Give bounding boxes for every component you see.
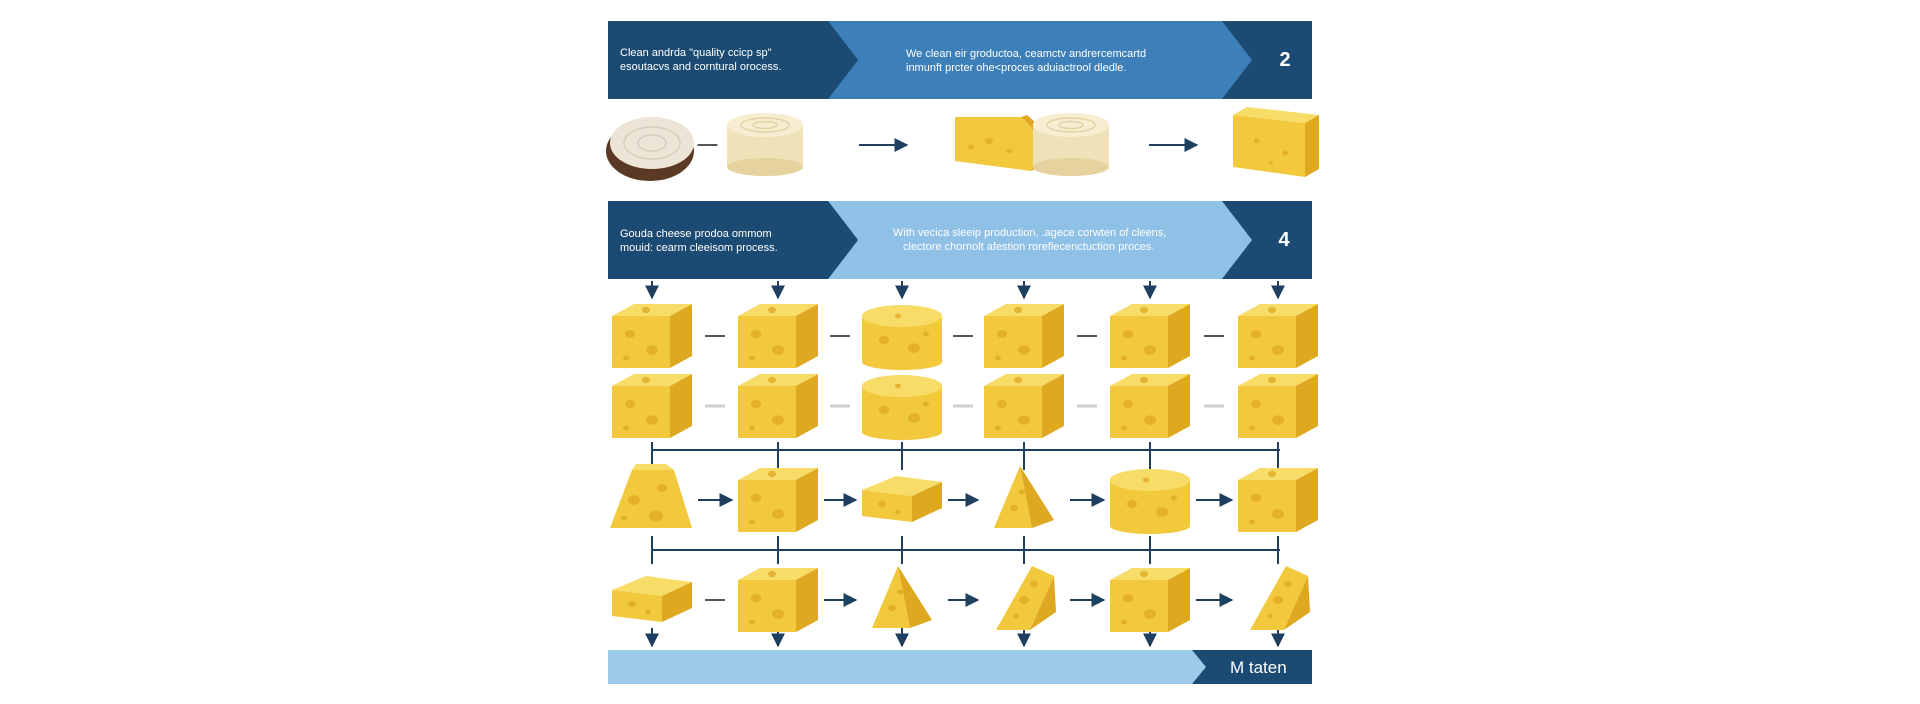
banner-1-left-line-1: Clean andrda "quality ccicp sp" xyxy=(620,47,772,59)
banner-2-number: 4 xyxy=(1278,229,1290,251)
cheese-cube-icon xyxy=(1238,468,1318,532)
cheese-wheel-icon xyxy=(862,305,942,370)
cheese-pyramid-icon xyxy=(994,466,1054,528)
cheese-pyramid-icon xyxy=(872,566,932,628)
milk-curd-icon xyxy=(727,113,803,176)
banner-2-center-line-2: clectore chornolt afestion roreflecenctu… xyxy=(903,241,1154,253)
banner-1-left-line-2: esoutacvs and corntural orocess. xyxy=(620,61,781,73)
banner-2: Gouda cheese prodoa ommom mouid: cearm c… xyxy=(608,201,1312,279)
row-cheese-cubes-a xyxy=(612,304,1318,370)
cheese-cube-icon xyxy=(1110,568,1190,632)
banner-2-light xyxy=(828,201,1252,279)
banner-2-left xyxy=(608,201,858,279)
cheese-wedge-small-icon xyxy=(1250,566,1310,630)
wood-slice-icon xyxy=(606,117,694,181)
banner-2-center-line-1: With vecica sleeip production, .agece co… xyxy=(893,227,1166,239)
banner-2-left-line-1: Gouda cheese prodoa ommom xyxy=(620,228,772,240)
row-raw-materials xyxy=(606,107,1319,181)
cheese-wheel-icon xyxy=(862,375,942,440)
banner-1-number: 2 xyxy=(1279,49,1290,71)
cheese-slab-icon xyxy=(612,576,692,622)
cheese-cube-icon xyxy=(1238,374,1318,438)
cheese-cube-icon xyxy=(738,568,818,632)
banner-1-center-line-1: We clean eir groductoa, ceamctv andrerce… xyxy=(906,48,1146,60)
cheese-cube-icon xyxy=(984,374,1064,438)
cheese-wedge-icon xyxy=(955,115,1046,171)
banner-1-center-line-2: inmunft prcter ohe<proces aduiactrool dl… xyxy=(906,62,1126,74)
cheese-slab-icon xyxy=(862,476,942,522)
banner-1-mid xyxy=(828,21,1252,99)
banner-1-left xyxy=(608,21,858,99)
cheese-cube-icon xyxy=(1110,374,1190,438)
cheese-wheel-icon xyxy=(1110,469,1190,534)
cheese-wedge-small-icon xyxy=(996,566,1056,630)
cheese-cube-icon xyxy=(738,468,818,532)
row-cheese-cubes-b xyxy=(612,374,1318,440)
row-cheese-pieces-b xyxy=(612,566,1310,632)
cheese-block-icon xyxy=(1233,107,1319,177)
cheese-cube-icon xyxy=(612,374,692,438)
cheese-cube-icon xyxy=(1110,304,1190,368)
footer-light xyxy=(608,650,1206,684)
cheese-cube-icon xyxy=(984,304,1064,368)
cheese-trapezoid-icon xyxy=(610,464,692,528)
cheese-cube-icon xyxy=(1238,304,1318,368)
cheese-rows xyxy=(606,107,1319,632)
milk-curd-icon xyxy=(1033,113,1109,176)
cheese-cube-icon xyxy=(738,374,818,438)
footer-label: M taten xyxy=(1230,658,1287,677)
banner-2-left-line-2: mouid: cearm cleeisom process. xyxy=(620,242,778,254)
footer-banner: M taten xyxy=(608,650,1312,684)
banner-drop-arrows xyxy=(645,281,1285,300)
cheese-cube-icon xyxy=(738,304,818,368)
row-cheese-pieces-a xyxy=(610,464,1318,534)
cheese-cube-icon xyxy=(612,304,692,368)
banner-1: Clean andrda "quality ccicp sp" esoutacv… xyxy=(608,21,1312,99)
